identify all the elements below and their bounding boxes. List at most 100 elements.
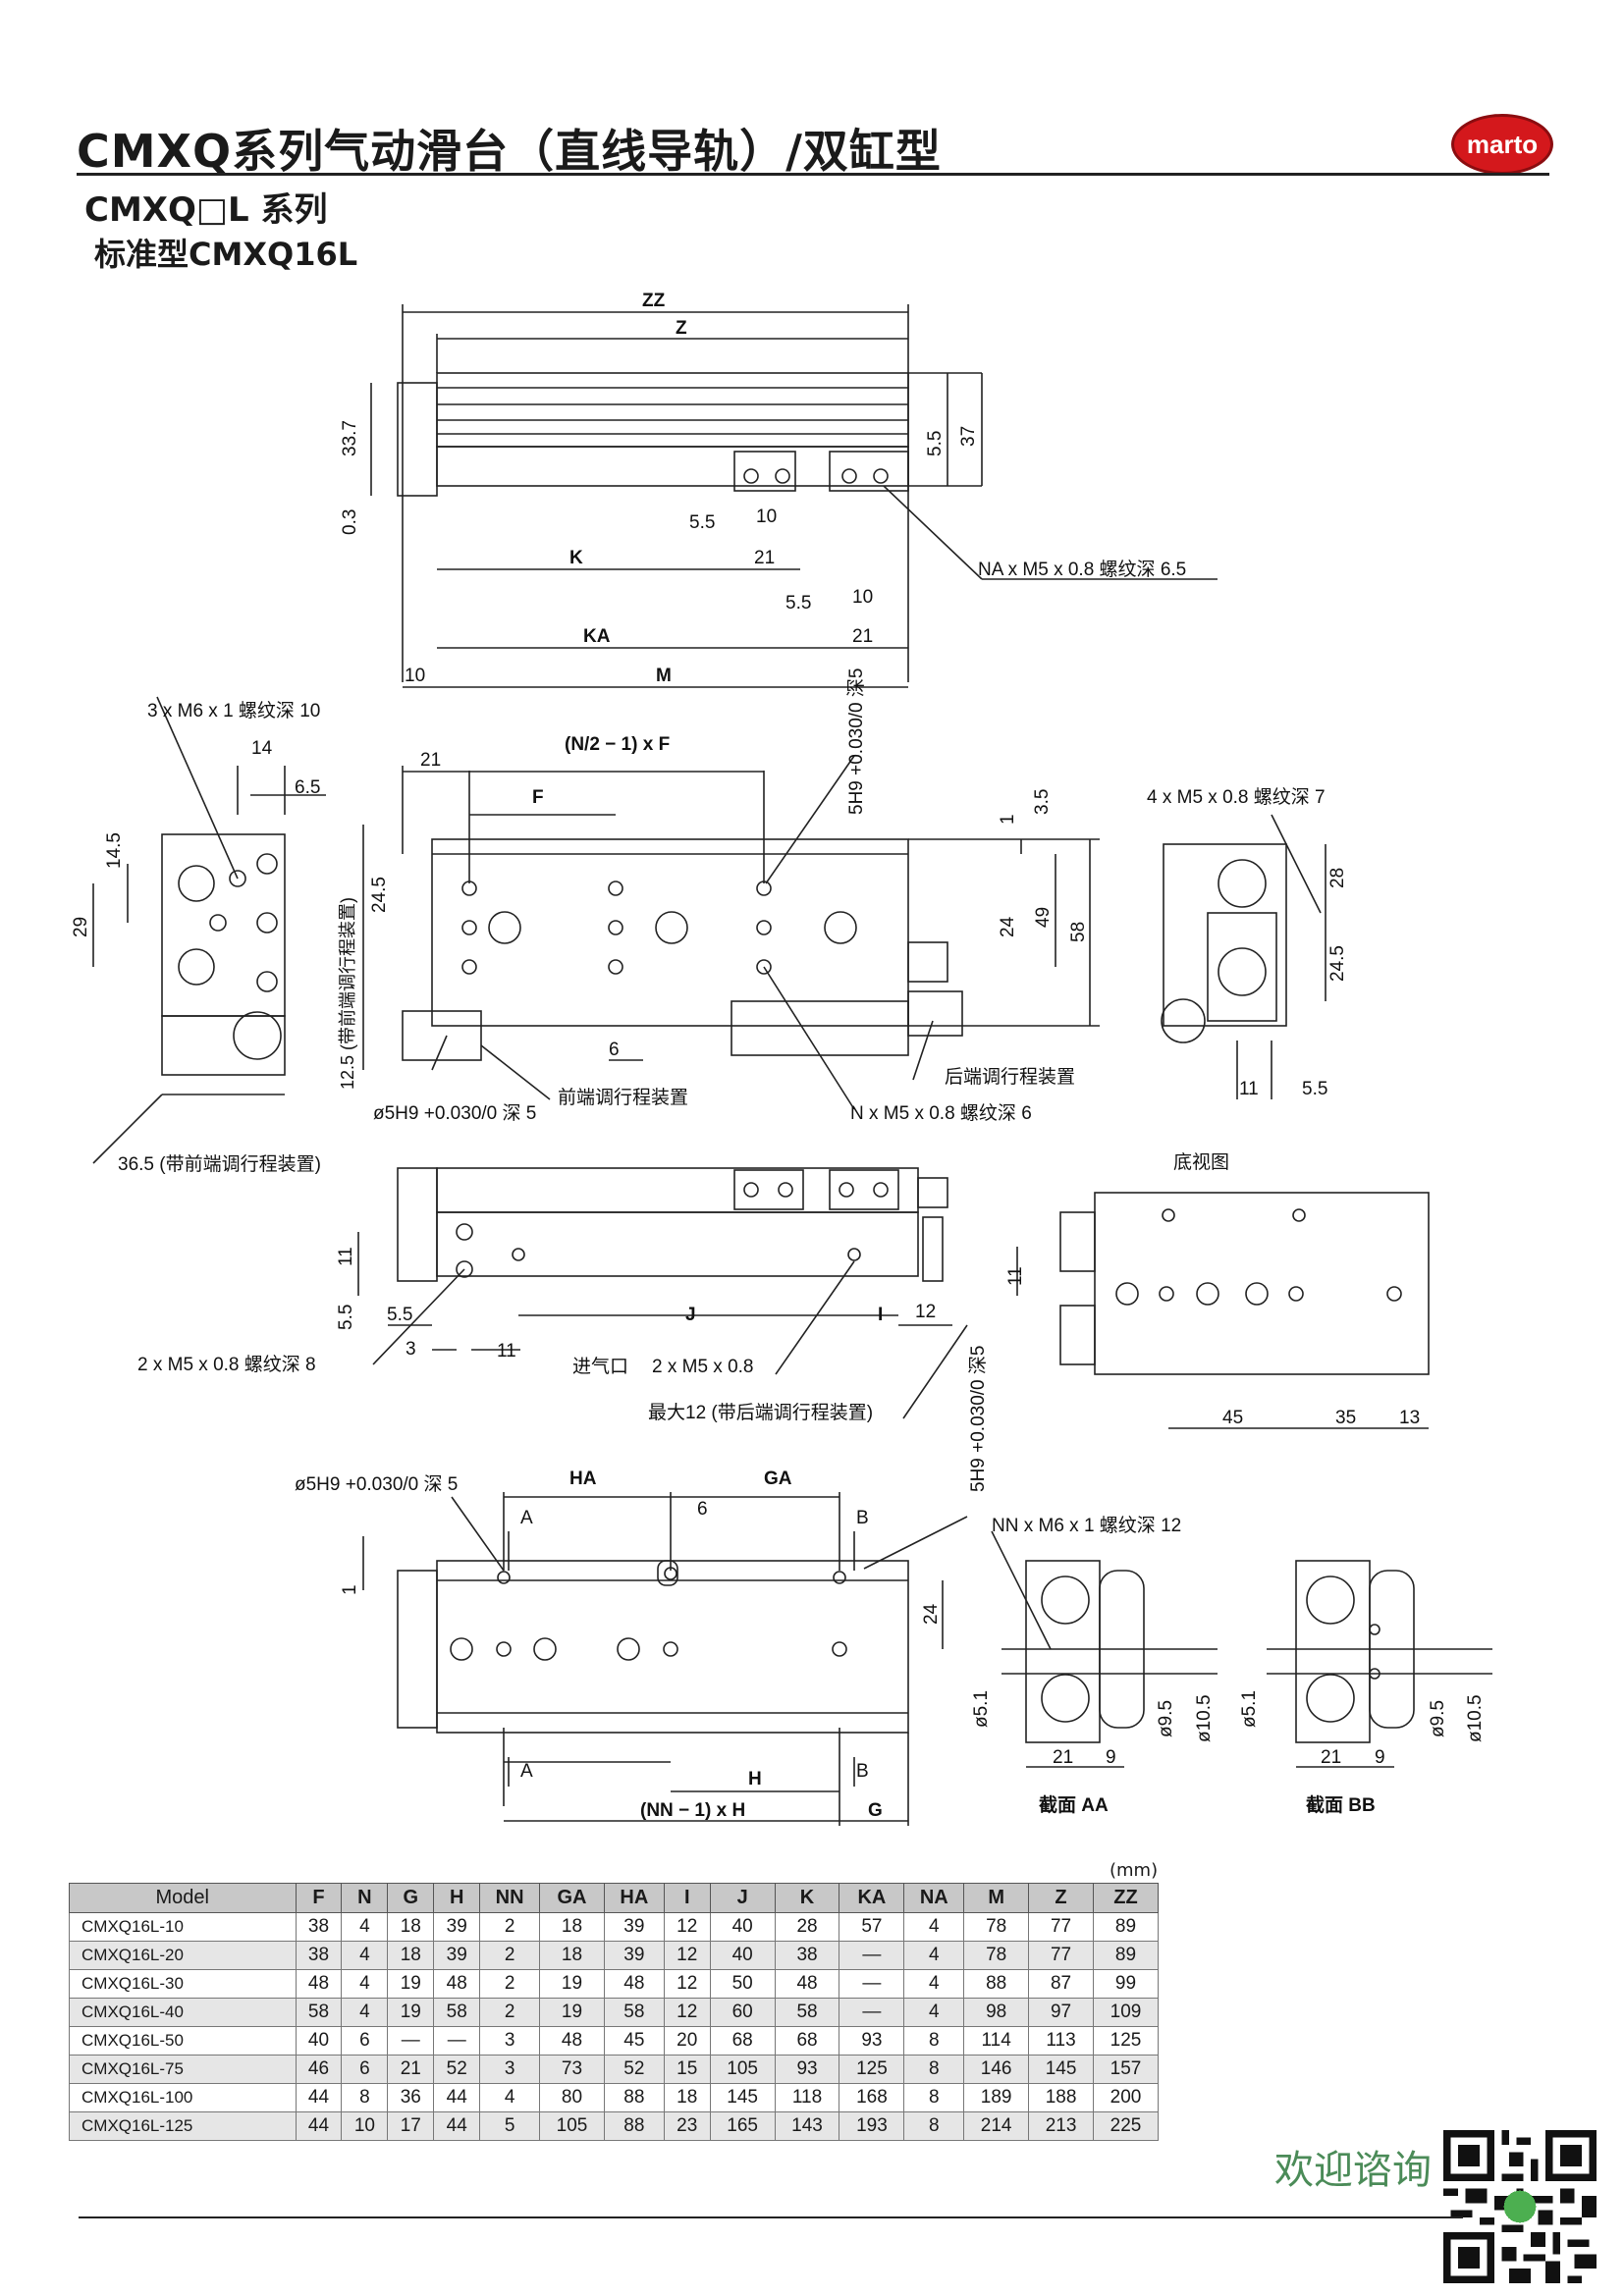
dim-11-side: 11 xyxy=(336,1247,356,1266)
value-cell: 80 xyxy=(539,2083,605,2112)
value-cell: 105 xyxy=(539,2111,605,2141)
value-cell: 93 xyxy=(774,2055,840,2084)
qr-code-icon xyxy=(1443,2130,1597,2283)
dim-24-top2: 24 xyxy=(921,1603,942,1625)
dim-5-5-k: 5.5 xyxy=(689,512,715,533)
col-header: NN xyxy=(479,1883,541,1913)
formula-nnh: (NN − 1) x H xyxy=(640,1800,745,1821)
table-header-row: Model F N G H NN GA HA I J K KA NA M Z Z… xyxy=(69,1883,1160,1913)
value-cell: — xyxy=(433,2026,481,2056)
dim-12-5-front-adj: 12.5 (带前端调行程装置) xyxy=(338,897,357,1090)
dim-21-ka: 21 xyxy=(852,626,873,647)
dim-24-5-front: 24.5 xyxy=(369,877,390,913)
dim-i: I xyxy=(878,1305,883,1325)
value-cell: 93 xyxy=(839,2026,905,2056)
value-cell: 18 xyxy=(387,1941,435,1970)
value-cell: 39 xyxy=(603,1941,665,1970)
value-cell: — xyxy=(839,1941,905,1970)
title-rule xyxy=(77,173,1549,176)
dim-ga: GA xyxy=(764,1468,792,1489)
value-cell: 77 xyxy=(1028,1912,1094,1942)
value-cell: 189 xyxy=(963,2083,1030,2112)
dim-12-side: 12 xyxy=(915,1302,936,1322)
label-inlet: 进气口 xyxy=(572,1356,628,1377)
dim-24: 24 xyxy=(998,916,1018,937)
value-cell: 48 xyxy=(433,1969,481,1999)
value-cell: 52 xyxy=(603,2055,665,2084)
dim-10-k: 10 xyxy=(756,507,777,527)
model-cell: CMXQ16L-40 xyxy=(69,1998,297,2027)
dim-11-bottom: 11 xyxy=(1005,1266,1026,1286)
dim-ha: HA xyxy=(569,1468,597,1489)
dim-1-top2: 1 xyxy=(340,1584,360,1595)
col-header: Model xyxy=(69,1883,297,1913)
note-h9-2: ø5H9 +0.030/0 深 5 xyxy=(295,1473,458,1495)
model-cell: CMXQ16L-30 xyxy=(69,1969,297,1999)
value-cell: 4 xyxy=(903,1969,965,1999)
page-title: CMXQ系列气动滑台（直线导轨）/双缸型 xyxy=(77,125,942,178)
dim-11-right: 11 xyxy=(1239,1079,1259,1099)
value-cell: 6 xyxy=(341,2055,389,2084)
value-cell: 28 xyxy=(774,1912,840,1942)
value-cell: 225 xyxy=(1092,2111,1160,2141)
value-cell: 4 xyxy=(903,1941,965,1970)
welcome-text: 欢迎谘询 xyxy=(1274,2148,1432,2193)
value-cell: 8 xyxy=(903,2055,965,2084)
dim-9-bb: 9 xyxy=(1375,1747,1385,1768)
value-cell: 4 xyxy=(903,1912,965,1942)
dim-28: 28 xyxy=(1327,868,1348,888)
value-cell: 99 xyxy=(1092,1969,1160,1999)
value-cell: 48 xyxy=(539,2026,605,2056)
value-cell: 39 xyxy=(603,1912,665,1942)
dim-1: 1 xyxy=(998,814,1018,825)
value-cell: 87 xyxy=(1028,1969,1094,1999)
value-cell: 168 xyxy=(839,2083,905,2112)
dim-zz: ZZ xyxy=(642,291,666,311)
value-cell: 38 xyxy=(774,1941,840,1970)
value-cell: 5 xyxy=(479,2111,541,2141)
dim-33-7: 33.7 xyxy=(340,420,360,456)
note-na: NA x M5 x 0.8 螺纹深 6.5 xyxy=(978,559,1186,580)
value-cell: 58 xyxy=(603,1998,665,2027)
value-cell: 12 xyxy=(663,1941,711,1970)
note-m5-7: 4 x M5 x 0.8 螺纹深 7 xyxy=(1147,786,1326,808)
label-rear-adj: 后端调行程装置 xyxy=(945,1066,1075,1088)
value-cell: 18 xyxy=(539,1941,605,1970)
value-cell: 40 xyxy=(709,1912,776,1942)
dim-35: 35 xyxy=(1335,1408,1356,1428)
dim-5-5-ka: 5.5 xyxy=(785,593,811,614)
value-cell: 60 xyxy=(709,1998,776,2027)
value-cell: 52 xyxy=(433,2055,481,2084)
dim-5-5-side-h: 5.5 xyxy=(387,1305,412,1325)
dim-9-5-bb: ø9.5 xyxy=(1428,1700,1448,1737)
dim-11-side-h: 11 xyxy=(497,1341,516,1362)
dim-g: G xyxy=(868,1800,883,1821)
dim-9-5-aa: ø9.5 xyxy=(1156,1700,1176,1737)
value-cell: 58 xyxy=(774,1998,840,2027)
footer-rule xyxy=(79,2216,1463,2218)
dim-58: 58 xyxy=(1068,922,1089,942)
note-nn: NN x M6 x 1 螺纹深 12 xyxy=(992,1515,1181,1536)
value-cell: 12 xyxy=(663,1969,711,1999)
dim-j: J xyxy=(685,1305,696,1325)
label-section-bb: 截面 BB xyxy=(1306,1793,1376,1816)
col-header: H xyxy=(433,1883,481,1913)
dim-0-3: 0.3 xyxy=(340,509,360,535)
col-header: K xyxy=(774,1883,840,1913)
value-cell: 125 xyxy=(839,2055,905,2084)
series-title: CMXQ□L 系列 xyxy=(84,190,328,230)
unit-label: (mm) xyxy=(1110,1860,1159,1881)
dim-21-k: 21 xyxy=(754,548,775,568)
top-view-2 xyxy=(362,1492,968,1826)
dim-14-5: 14.5 xyxy=(104,832,125,869)
value-cell: 146 xyxy=(963,2055,1030,2084)
value-cell: 19 xyxy=(387,1998,435,2027)
dim-10-m: 10 xyxy=(405,666,425,686)
value-cell: 188 xyxy=(1028,2083,1094,2112)
value-cell: 193 xyxy=(839,2111,905,2141)
value-cell: 48 xyxy=(295,1969,343,1999)
value-cell: 77 xyxy=(1028,1941,1094,1970)
